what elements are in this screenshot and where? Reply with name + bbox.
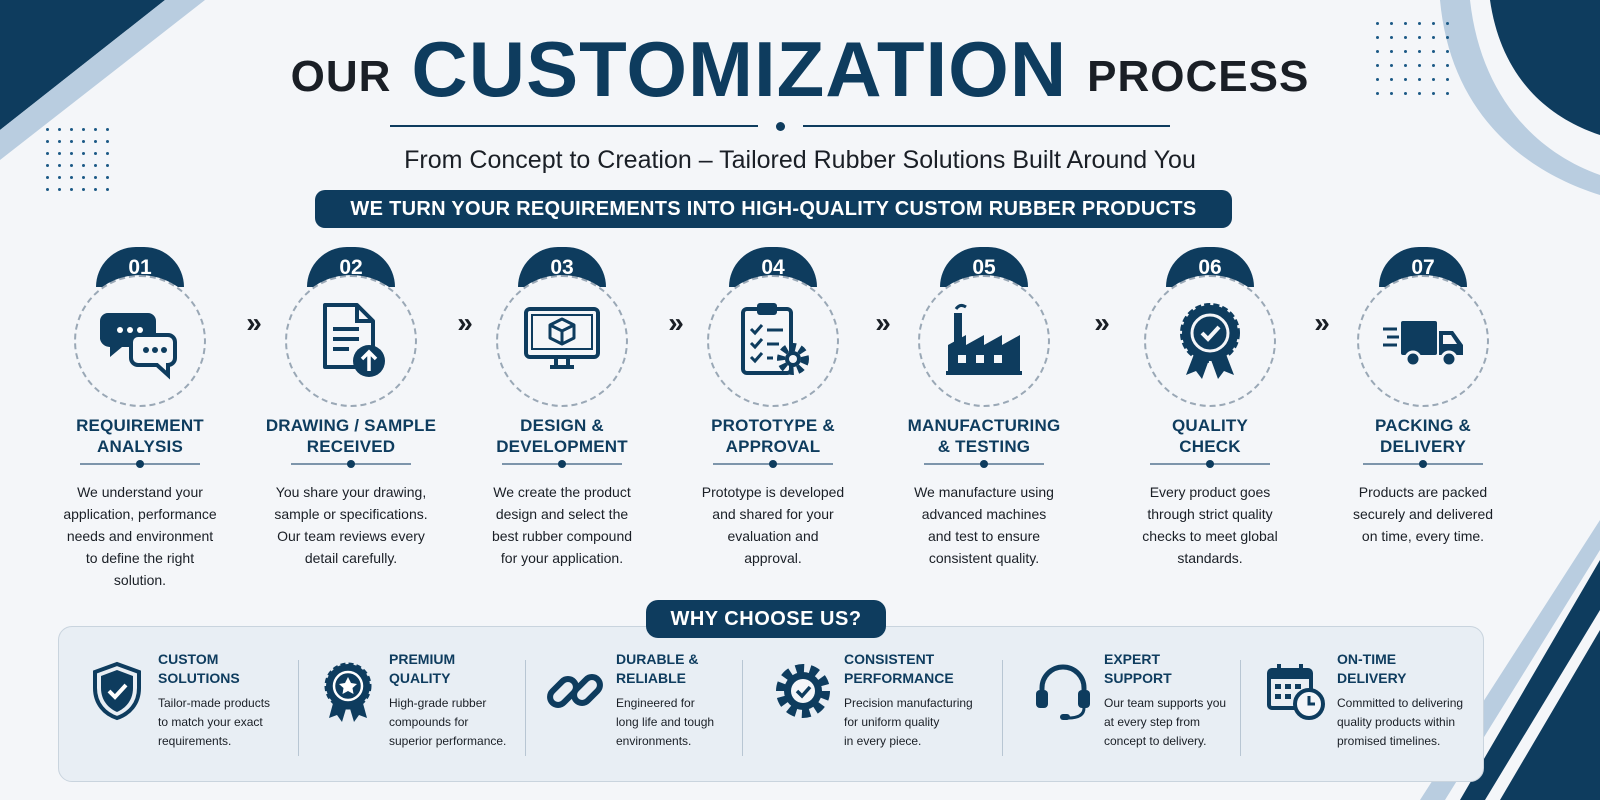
chevron-right-icon: » — [1314, 307, 1330, 338]
factory-icon — [946, 303, 1022, 375]
step-icon-circle — [74, 275, 206, 407]
why-choose-us-panel — [58, 626, 1484, 782]
feature-divider — [525, 660, 526, 756]
chevron-right-icon: » — [457, 307, 473, 338]
step-icon-circle — [918, 275, 1050, 407]
step-icon-circle — [1357, 275, 1489, 407]
feature-divider — [298, 660, 299, 756]
chat-bubbles-icon — [100, 313, 177, 380]
step-7: 07 PACKING &DELIVERY Products are packed… — [1323, 247, 1523, 607]
step-4: 04 PROTOTYPE &APPROVAL Prototype is deve… — [673, 247, 873, 607]
chevron-right-icon: » — [668, 307, 684, 338]
headset-icon — [1036, 664, 1090, 720]
feature-title: DURABLE &RELIABLE — [616, 651, 699, 686]
step-divider — [924, 460, 1044, 468]
chain-link-icon — [547, 674, 603, 708]
dot-grid-left — [46, 128, 109, 191]
step-icon-circle — [1144, 275, 1276, 407]
calendar-clock-icon — [1267, 664, 1325, 720]
step-divider — [80, 460, 200, 468]
step-icon-circle — [496, 275, 628, 407]
step-description: You share your drawing,sample or specifi… — [274, 484, 428, 566]
title-our: OUR — [290, 52, 392, 101]
delivery-truck-icon — [1383, 321, 1463, 368]
monitor-cube-icon — [524, 307, 600, 369]
intro-banner: WE TURN YOUR REQUIREMENTS INTO HIGH-QUAL… — [315, 190, 1232, 228]
gear-check-icon — [776, 664, 830, 718]
page-subtitle: From Concept to Creation – Tailored Rubb… — [404, 146, 1196, 174]
title-process: PROCESS — [1087, 52, 1310, 101]
chevron-right-icon: » — [875, 307, 891, 338]
step-divider — [291, 460, 411, 468]
step-divider — [502, 460, 622, 468]
step-3: 03 DESIGN &DEVELOPMENT We create the pro… — [462, 247, 662, 607]
document-upload-icon — [323, 303, 385, 377]
why-choose-us-heading: WHY CHOOSE US? — [646, 600, 886, 638]
page-title: OUR CUSTOMIZATION PROCESS — [0, 30, 1600, 108]
step-icon-circle — [707, 275, 839, 407]
dot-grid-right — [1376, 22, 1449, 95]
step-title: DESIGN &DEVELOPMENT — [496, 416, 628, 456]
step-title: MANUFACTURING& TESTING — [907, 416, 1061, 456]
title-divider — [390, 121, 1170, 131]
title-customization: CUSTOMIZATION — [411, 25, 1068, 113]
step-divider — [1150, 460, 1270, 468]
step-title: PACKING &DELIVERY — [1375, 416, 1471, 456]
feature-divider — [1240, 660, 1241, 756]
chevron-right-icon: » — [246, 307, 262, 338]
feature-divider — [1002, 660, 1003, 756]
star-medal-icon — [324, 662, 372, 722]
step-divider — [1363, 460, 1483, 468]
step-icon-circle — [285, 275, 417, 407]
step-divider — [713, 460, 833, 468]
shield-check-icon — [93, 661, 141, 721]
clipboard-gear-icon — [741, 303, 809, 375]
feature-divider — [742, 660, 743, 756]
step-5: 05 MANUFACTURING& TESTING We manufacture… — [884, 247, 1084, 607]
corner-decoration-top-left — [0, 0, 205, 160]
chevron-right-icon: » — [1094, 307, 1110, 338]
quality-badge-icon — [1180, 303, 1240, 379]
step-title: PROTOTYPE &APPROVAL — [711, 416, 835, 456]
corner-decoration-top-right — [1440, 0, 1600, 195]
